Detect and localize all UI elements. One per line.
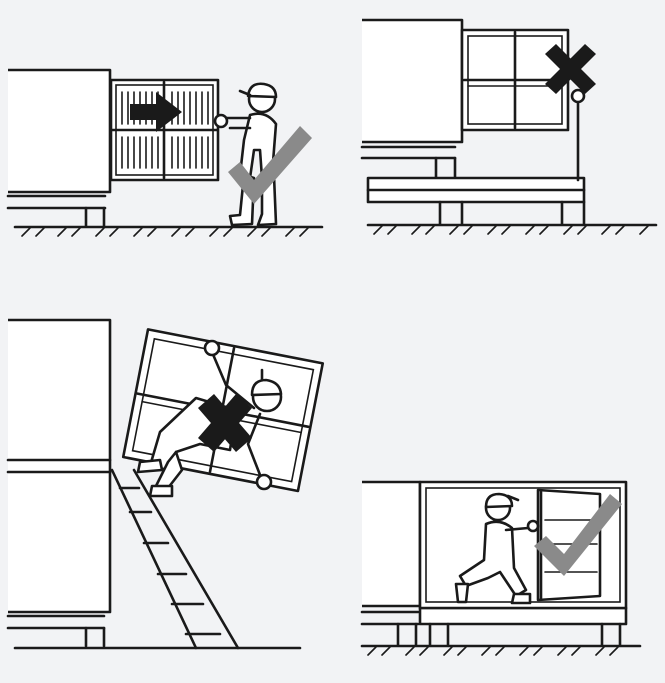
panel-climb-ladder-incorrect [8, 320, 323, 648]
building-block [362, 20, 462, 142]
building-block [362, 482, 420, 606]
ladder [112, 470, 238, 648]
ground-line [368, 225, 656, 234]
panel-free-standing-window-incorrect [362, 20, 656, 234]
worker-figure [215, 84, 276, 225]
ground-line [15, 227, 322, 236]
window-frame [111, 80, 218, 180]
panel-carry-window-correct [8, 70, 322, 236]
platform [420, 608, 626, 624]
ground-line [362, 646, 640, 655]
building-block [8, 320, 110, 612]
panel-install-from-inside-correct [362, 482, 640, 655]
building-block [8, 70, 110, 192]
